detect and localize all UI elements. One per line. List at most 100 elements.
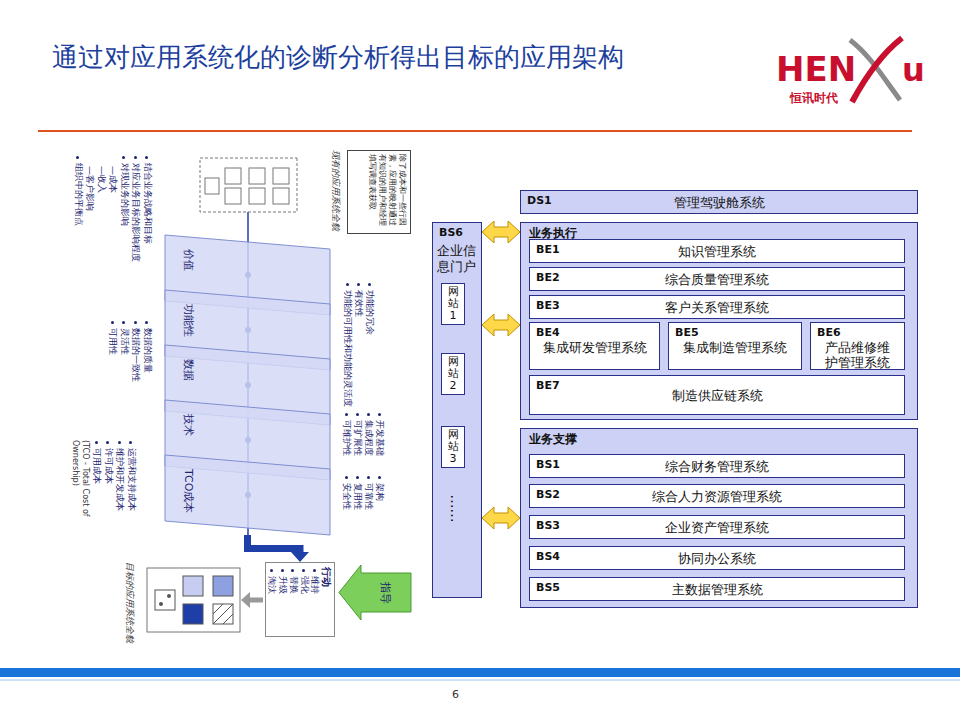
text-label: —客户影响 <box>85 166 96 326</box>
current-apps-icon <box>200 158 297 212</box>
text-label: —收入 <box>96 166 107 326</box>
bullet-note: 可扩展性 <box>353 412 363 482</box>
system-code: BS4 <box>536 550 560 563</box>
text-label: 目标的应用系统全貌 <box>124 562 135 644</box>
bullet-note: 数据的一致性 <box>131 320 142 438</box>
bullet-note: 运营和支持成本 <box>126 440 137 558</box>
layer-outline <box>165 455 330 535</box>
bullet-note: 结合业务战略和目标 <box>142 155 153 323</box>
group-heading: 业务执行 <box>529 225 577 242</box>
system-name: 企业资产管理系统 <box>631 520 803 535</box>
text-label: —成本 <box>108 166 119 326</box>
layer-label: 数据 <box>181 359 196 381</box>
bullet-note: 可维护性 <box>342 412 352 482</box>
action-box: 行动维持强化替换升级淘汰 <box>265 562 335 637</box>
system-code: DS1 <box>527 194 552 207</box>
site-label: 网站2 <box>448 356 459 392</box>
action-item: 强化 <box>299 567 310 632</box>
layer-label: 技术 <box>181 414 196 436</box>
note-box: 除了成本和一些行因素，应用的映射通过有知识的用户和经理填写调查表获取 <box>347 150 411 234</box>
footer-rule <box>0 680 960 681</box>
arrow-shaft <box>248 535 301 553</box>
text-label: 6 <box>452 688 459 701</box>
site-label: 网站1 <box>448 286 459 322</box>
system-box: BE6产品维修维护管理系统 <box>810 322 905 370</box>
site-box: 网站2 <box>441 353 465 395</box>
bullet-note: 可靠性 <box>364 475 374 545</box>
system-name: 综合财务管理系统 <box>631 459 803 474</box>
bullet-note: 对现业务的影响 <box>119 155 130 323</box>
system-code: BE2 <box>536 271 560 284</box>
system-code: BS6 <box>439 226 463 239</box>
system-code: BE7 <box>536 379 560 392</box>
system-code: BE5 <box>675 326 699 339</box>
text-label: HEN <box>776 52 856 86</box>
group-panel: 业务支撑BS1综合财务管理系统BS2综合人力资源管理系统BS3企业资产管理系统B… <box>520 428 918 608</box>
text-label: (TCO - Total Cost of Ownership) <box>71 440 90 545</box>
text-label: 现有的应用系统全貌 <box>330 150 341 245</box>
system-code: BS3 <box>536 519 560 532</box>
system-name: 集成研发管理系统 <box>530 340 659 355</box>
system-code: BE6 <box>817 326 841 339</box>
system-code: BE1 <box>536 243 560 256</box>
system-name: 综合质量管理系统 <box>631 272 803 287</box>
guide-arrow: 指导 <box>339 565 411 620</box>
layer-label: 价值 <box>181 249 196 271</box>
group-heading: 业务支撑 <box>529 431 577 448</box>
bullet-note: 功能的可用性和功能的灵活度 <box>343 282 353 420</box>
system-code: BE3 <box>536 299 560 312</box>
site-box: 网站1 <box>441 283 465 325</box>
system-name: 管理驾驶舱系统 <box>640 195 799 210</box>
system-code: BS5 <box>536 581 560 594</box>
system-name: 产品维修维护管理系统 <box>825 340 890 370</box>
guide-outline <box>339 565 411 620</box>
double-arrow <box>482 507 520 529</box>
rotated-illustration: 价值功能性数据技术 TCO成本 除了成本和一些行因素，应用的映射通过有知识的用户和经… <box>55 150 415 640</box>
bullet-note: 数据的质量 <box>142 320 153 438</box>
system-box: BS1 综合财务管理系统 <box>529 454 905 478</box>
bullet-note: 架构 <box>375 475 385 545</box>
system-box: BE5集成制造管理系统 <box>668 322 802 370</box>
bullet-note: 功能的冗余 <box>365 282 375 420</box>
bullet-note: 可用性 <box>108 320 119 438</box>
bullet-note: 集成程度 <box>364 412 374 482</box>
layer-plane: TCO成本 <box>165 455 330 535</box>
action-item: 淘汰 <box>267 567 278 632</box>
group-panel: 业务执行BE1知识管理系统BE2综合质量管理系统BE3客户关系管理系统BE4集成… <box>520 222 918 420</box>
system-box: BS4 协同办公系统 <box>529 546 905 570</box>
system-code: BS1 <box>536 458 560 471</box>
portal-panel: BS6企业信息门户网站1网站2网站3 <box>432 222 482 598</box>
text-label: …… <box>448 493 465 523</box>
system-name: 客户关系管理系统 <box>631 300 803 315</box>
system-name: 综合人力资源管理系统 <box>618 489 816 504</box>
system-name: 制造供应链系统 <box>638 388 797 403</box>
system-name: 协同办公系统 <box>644 551 790 566</box>
system-box: BE4集成研发管理系统 <box>529 322 660 370</box>
system-box: BE2 综合质量管理系统 <box>529 267 905 291</box>
system-bar: DS1 管理驾驶舱系统 <box>520 190 918 214</box>
text-label: 恒讯时代 <box>790 92 838 104</box>
bullet-note: 开发基础 <box>375 412 385 482</box>
bullet-note: 组织中的平衡点 <box>73 155 84 323</box>
bullet-note: 许可成本 <box>103 440 114 558</box>
bullet-note: 安全性 <box>342 475 352 545</box>
system-name: 主数据管理系统 <box>638 582 797 597</box>
system-code: BE4 <box>536 326 560 339</box>
layer-label: 功能性 <box>181 304 196 337</box>
system-name: 知识管理系统 <box>644 244 790 259</box>
bent-arrow <box>248 535 310 562</box>
bullet-note: 有效性 <box>354 282 364 420</box>
system-box: BE1 知识管理系统 <box>529 239 905 263</box>
bullet-note: 复用性 <box>353 475 363 545</box>
system-box: BS2综合人力资源管理系统 <box>529 484 905 508</box>
system-name: 集成制造管理系统 <box>669 340 801 355</box>
bullet-note: 灵活性 <box>119 320 130 438</box>
system-box: BS3 企业资产管理系统 <box>529 515 905 539</box>
bullet-note: 可用成本 <box>92 440 103 558</box>
action-heading: 行动 <box>321 567 333 632</box>
layer-label: TCO成本 <box>181 469 196 513</box>
output-arrow <box>241 592 263 608</box>
footer-bar <box>0 668 960 677</box>
action-item: 维持 <box>310 567 321 632</box>
